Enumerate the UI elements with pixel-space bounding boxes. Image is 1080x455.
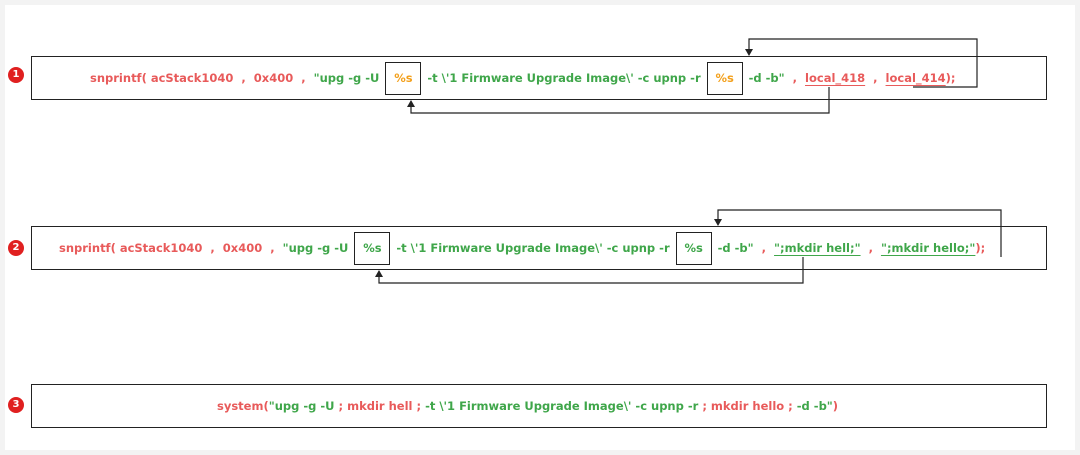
separator-2: ,	[860, 241, 881, 255]
argument-1: local_418	[805, 71, 866, 85]
step-badge-3: 3	[8, 397, 24, 413]
step-badge-1: 1	[8, 67, 24, 83]
injected-cmd-2: ; mkdir hello ;	[698, 399, 797, 413]
format-end: -d -b"	[796, 399, 833, 413]
arrow-arg1-to-placeholder1	[410, 87, 830, 114]
injected-cmd-1: ; mkdir hell ;	[334, 399, 426, 413]
format-middle: -t \'1 Firmware Upgrade Image\' -c upnp …	[396, 241, 670, 255]
code-row-1: snprintf( acStack1040 , 0x400 , "upg -g …	[31, 56, 1047, 100]
code-line-1: snprintf( acStack1040 , 0x400 , "upg -g …	[90, 57, 956, 99]
arrowhead	[407, 100, 415, 107]
format-middle: -t \'1 Firmware Upgrade Image\' -c upnp …	[427, 71, 701, 85]
format-middle: -t \'1 Firmware Upgrade Image\' -c upnp …	[425, 399, 699, 413]
argument-2: ";mkdir hello;"	[880, 241, 976, 255]
arrowhead	[714, 219, 722, 226]
format-start: "upg -g -U	[268, 399, 335, 413]
format-end: -d -b"	[717, 241, 754, 255]
format-start: "upg -g -U	[313, 71, 380, 85]
argument-2: local_414	[885, 71, 946, 85]
arrow-arg2-to-placeholder2-row2	[717, 209, 1002, 257]
snprintf-call: snprintf( acStack1040 , 0x400 ,	[59, 241, 283, 255]
snprintf-call: snprintf( acStack1040 , 0x400 ,	[90, 71, 314, 85]
placeholder-1: %s	[354, 231, 391, 265]
placeholder-2: %s	[706, 61, 743, 95]
code-row-2: snprintf( acStack1040 , 0x400 , "upg -g …	[31, 226, 1047, 270]
call-close: );	[975, 241, 986, 255]
arrow-arg1-to-placeholder1-row2	[378, 257, 804, 284]
arrow-connectors	[375, 38, 1002, 284]
diagram-canvas: 1 snprintf( acStack1040 , 0x400 , "upg -…	[5, 5, 1075, 450]
placeholder-2: %s	[675, 231, 712, 265]
system-call: system(	[217, 399, 269, 413]
separator-1: ,	[753, 241, 775, 255]
call-close: );	[945, 71, 956, 85]
argument-1: ";mkdir hell;"	[774, 241, 861, 255]
call-close: )	[832, 399, 839, 413]
placeholder-1: %s	[385, 61, 422, 95]
step-badge-2: 2	[8, 240, 24, 256]
arrow-arg2-to-placeholder2	[748, 38, 978, 88]
arrowhead	[375, 270, 383, 277]
code-line-3: system( "upg -g -U ; mkdir hell ; -t \'1…	[217, 385, 838, 427]
code-row-3: system( "upg -g -U ; mkdir hell ; -t \'1…	[31, 384, 1047, 428]
arrowhead	[745, 49, 753, 56]
separator-1: ,	[784, 71, 806, 85]
code-line-2: snprintf( acStack1040 , 0x400 , "upg -g …	[59, 227, 985, 269]
format-end: -d -b"	[748, 71, 785, 85]
separator-2: ,	[865, 71, 886, 85]
format-start: "upg -g -U	[282, 241, 349, 255]
